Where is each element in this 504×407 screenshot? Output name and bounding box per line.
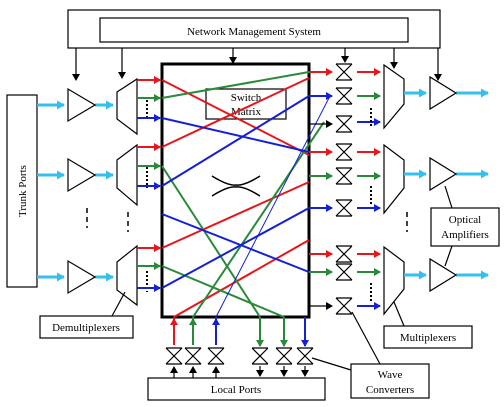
wave-converter-icon xyxy=(335,245,353,263)
mux-icon xyxy=(383,63,405,130)
red-connections xyxy=(137,68,381,345)
wave-converter-icon xyxy=(335,167,353,185)
wave-converters-callout: Wave Converters xyxy=(311,311,430,399)
demux-icon xyxy=(116,143,138,207)
trunk-ports-label: Trunk Ports xyxy=(17,165,29,217)
multiplexers xyxy=(370,63,408,316)
input-amplifiers xyxy=(67,87,97,295)
input-arrows xyxy=(37,100,114,282)
optical-label-1: Optical xyxy=(449,214,481,226)
wave-converter-icon xyxy=(335,297,353,315)
output-amplifiers xyxy=(429,75,458,293)
wave-converter-icon xyxy=(275,347,293,365)
amplifier-icon xyxy=(67,157,97,193)
local-uplinks xyxy=(170,318,309,347)
wave-converter-icon xyxy=(207,347,225,365)
amplifier-icon xyxy=(429,156,458,192)
black-connections xyxy=(309,120,333,310)
optical-amplifiers-callout: Optical Amplifiers xyxy=(430,185,500,267)
switch-label-1: Switch xyxy=(231,92,262,104)
local-ports-box: Local Ports xyxy=(147,377,326,401)
right-wave-converters xyxy=(335,63,353,315)
demux-icon xyxy=(116,77,138,136)
mux-icon xyxy=(383,143,405,215)
blue-connections xyxy=(137,92,381,345)
wave-converter-icon xyxy=(335,263,353,281)
multiplexers-label: Multiplexers xyxy=(400,332,456,344)
demultiplexers-label: Demultiplexers xyxy=(52,322,120,334)
amplifier-icon xyxy=(67,87,97,123)
demultiplexers-callout: Demultiplexers xyxy=(39,291,134,339)
bottom-wave-converters xyxy=(165,347,314,378)
wave-converter-icon xyxy=(335,199,353,217)
multiplexers-callout: Multiplexers xyxy=(383,301,473,349)
wave-label-2: Converters xyxy=(366,384,414,396)
wave-converter-icon xyxy=(251,347,269,365)
amplifier-icon xyxy=(429,75,458,111)
wave-converter-icon xyxy=(165,347,183,365)
wave-label-1: Wave xyxy=(378,369,403,381)
wave-converter-icon xyxy=(335,63,353,81)
optical-label-2: Amplifiers xyxy=(441,229,489,241)
demultiplexers xyxy=(116,77,148,307)
nms-frame: Network Management System xyxy=(67,9,441,49)
wave-converter-icon xyxy=(335,115,353,133)
mux-icon xyxy=(383,245,405,316)
amplifier-icon xyxy=(429,257,458,293)
wave-converter-icon xyxy=(335,87,353,105)
amplifier-icon xyxy=(67,259,97,295)
crossconnect-icon xyxy=(211,175,261,197)
wave-converter-icon xyxy=(296,347,314,365)
switch-label-2: Matrix xyxy=(231,106,261,118)
wave-converter-icon xyxy=(184,347,202,365)
nms-label: Network Management System xyxy=(187,26,321,38)
green-connections xyxy=(137,71,381,345)
trunk-ports-box: Trunk Ports xyxy=(6,94,38,288)
control-arrows xyxy=(72,48,442,81)
demux-icon xyxy=(116,244,138,307)
wave-converter-icon xyxy=(335,143,353,161)
switch-matrix: Switch Matrix xyxy=(160,62,311,319)
output-arrows xyxy=(404,88,489,280)
local-ports-label: Local Ports xyxy=(211,384,261,396)
